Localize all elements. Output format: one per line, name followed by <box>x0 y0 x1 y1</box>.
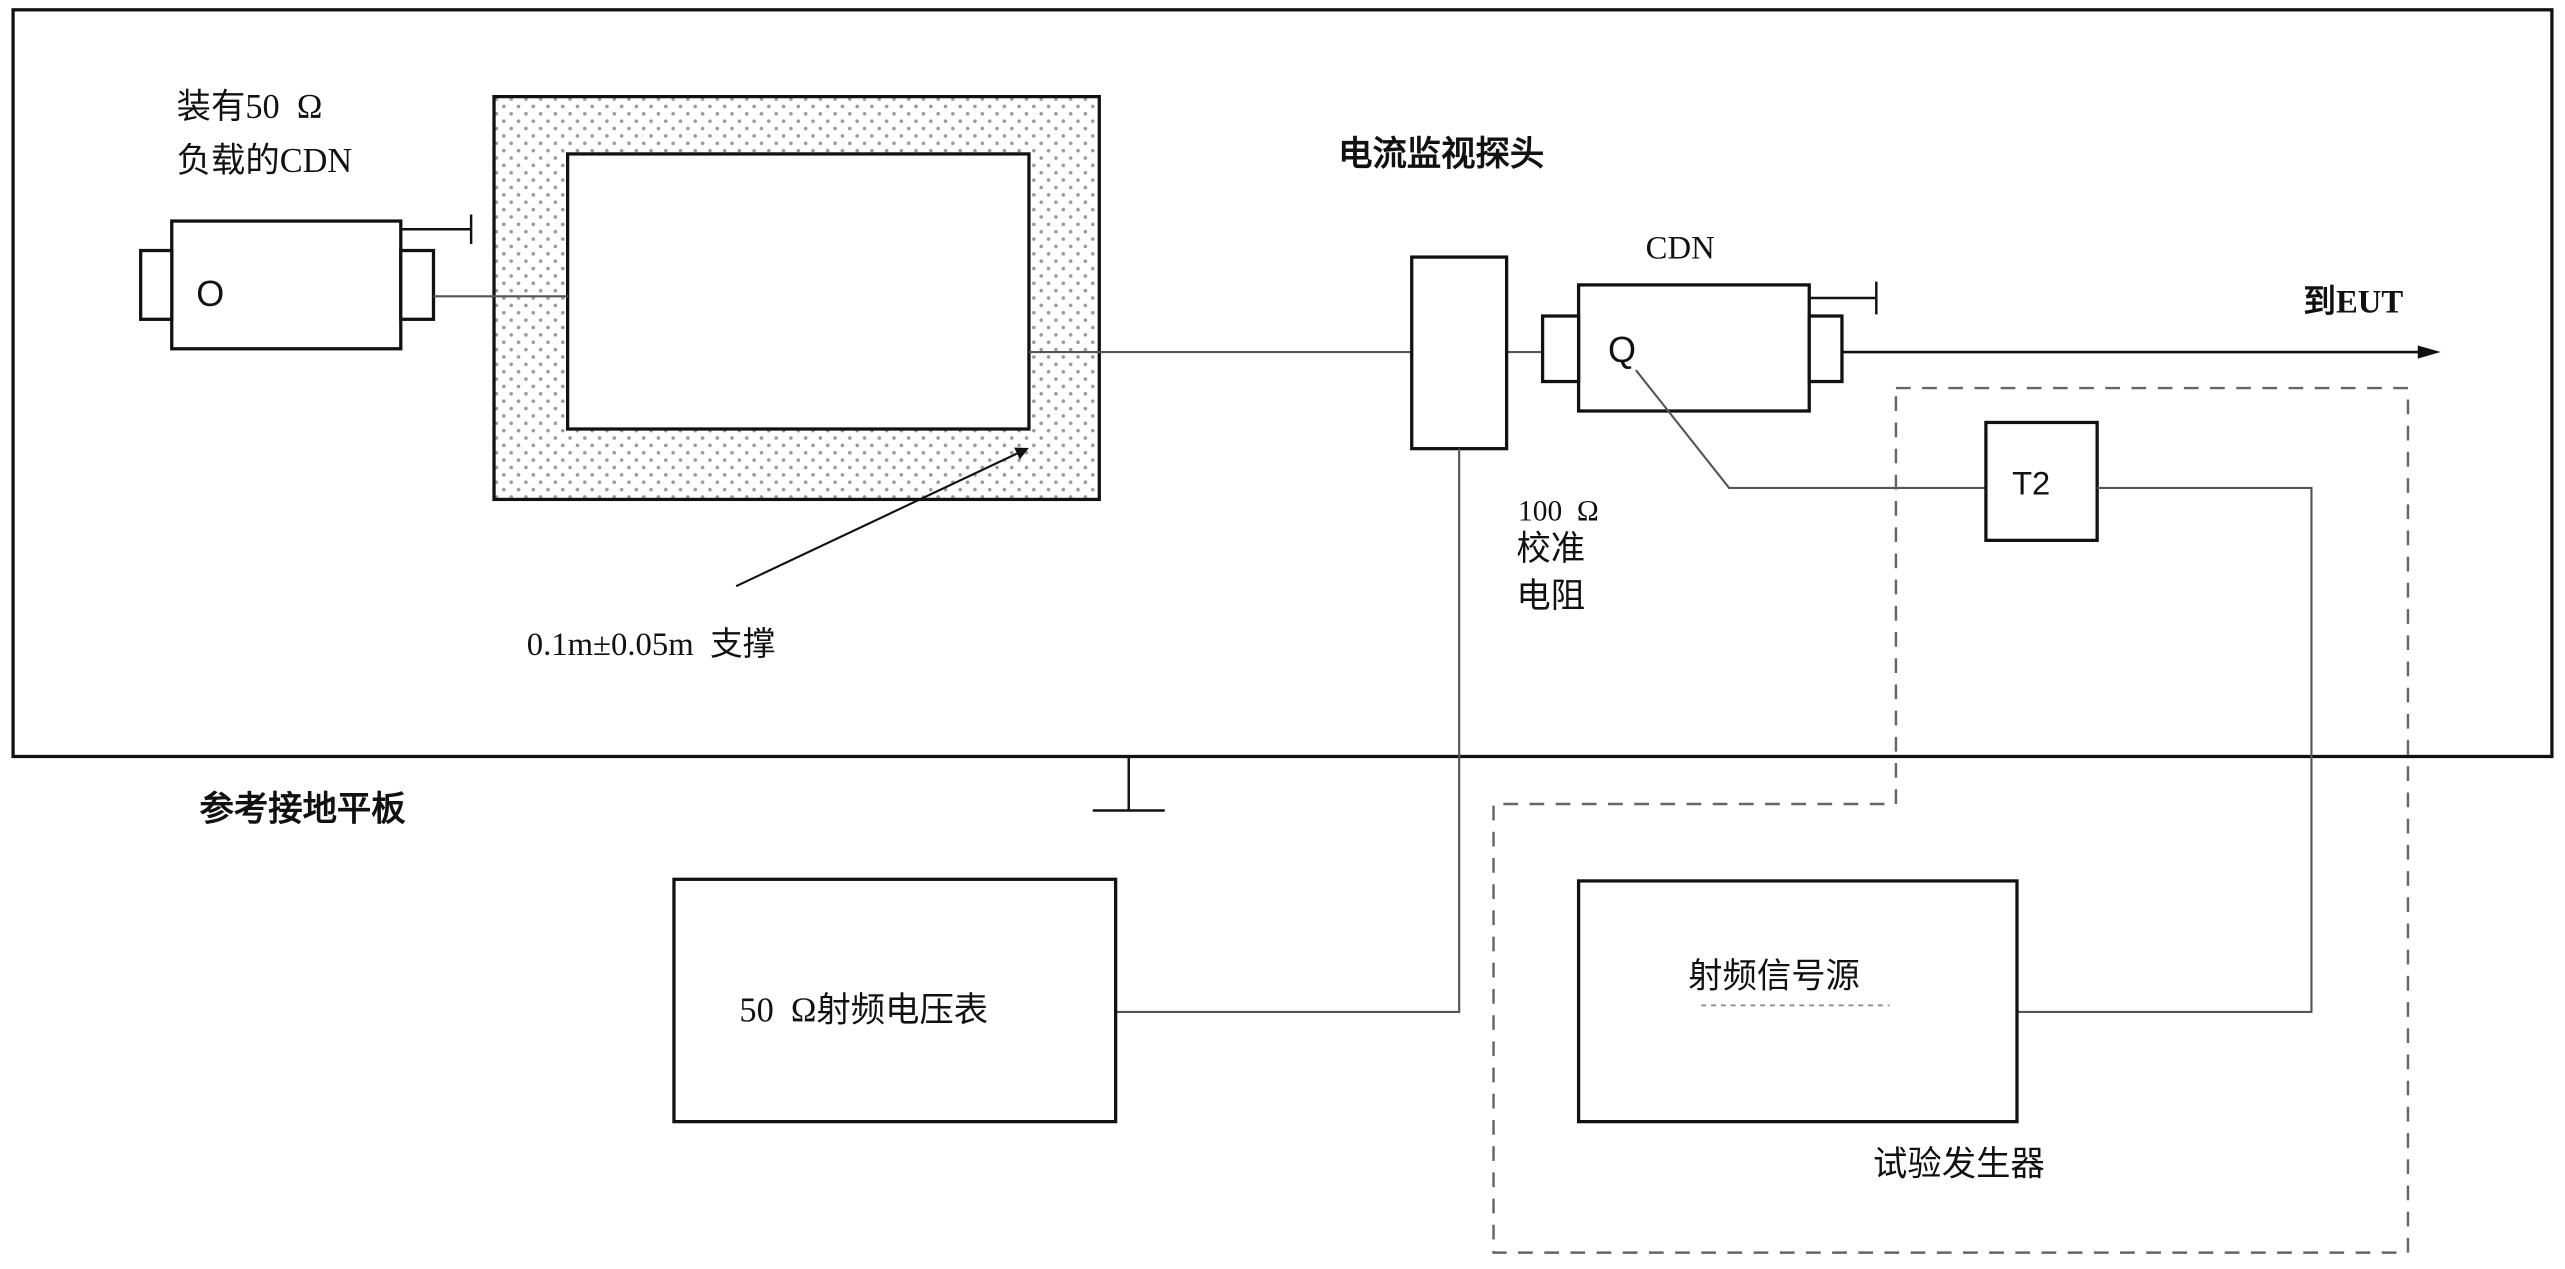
resistor-label-line1: 校准 <box>1516 530 1585 568</box>
rf-voltmeter-label: 50 Ω射频电压表 <box>739 992 988 1030</box>
eut-arrowhead <box>2417 345 2441 359</box>
insulating-support <box>492 94 1101 502</box>
right-cdn-port-right <box>1807 314 1844 384</box>
test-generator-label: 试验发生器 <box>1873 1146 2045 1184</box>
test-generator-dashed-boundary <box>1492 386 2410 1254</box>
left-cdn-body <box>170 219 403 351</box>
t2-label: T2 <box>2012 464 2050 501</box>
support-pointer-arrow <box>735 447 1029 588</box>
current-probe <box>1410 255 1509 451</box>
cdn-with-load-label-line2: 负载的CDN <box>177 142 353 180</box>
right-cdn: Q <box>1540 281 1878 413</box>
rf-voltmeter <box>672 877 1118 1124</box>
wire-probe-to-voltmeter <box>1115 448 1461 1013</box>
left-cdn: O <box>139 214 473 351</box>
calibration-resistor-wire <box>1635 369 1986 490</box>
resistor-label-line2: 电阻 <box>1516 577 1585 615</box>
wire-t2-to-rf-source <box>2016 486 2313 1013</box>
cdn-with-load-label-line1: 装有50 Ω <box>177 88 323 126</box>
right-cdn-port-label: Q <box>1608 329 1636 370</box>
left-cdn-port-label: O <box>196 273 224 314</box>
t2-attenuator <box>1984 420 2099 542</box>
support-label: 0.1m±0.05m 支撑 <box>527 626 776 663</box>
left-cdn-port-right <box>399 248 436 321</box>
support-inner-panel <box>566 152 1031 431</box>
to-eut-label: 到EUT <box>2303 284 2403 321</box>
ground-plane-label: 参考接地平板 <box>200 790 407 828</box>
cdn-label: CDN <box>1646 231 1715 267</box>
rf-signal-source-label: 射频信号源 <box>1688 957 1860 995</box>
right-cdn-port-left <box>1540 314 1581 384</box>
ground-plane-outline <box>11 8 2554 759</box>
left-cdn-port-left <box>139 248 174 321</box>
rf-signal-source <box>1576 879 2019 1124</box>
resistor-value-label: 100 Ω <box>1518 496 1599 528</box>
current-probe-label: 电流监视探头 <box>1338 135 1544 173</box>
